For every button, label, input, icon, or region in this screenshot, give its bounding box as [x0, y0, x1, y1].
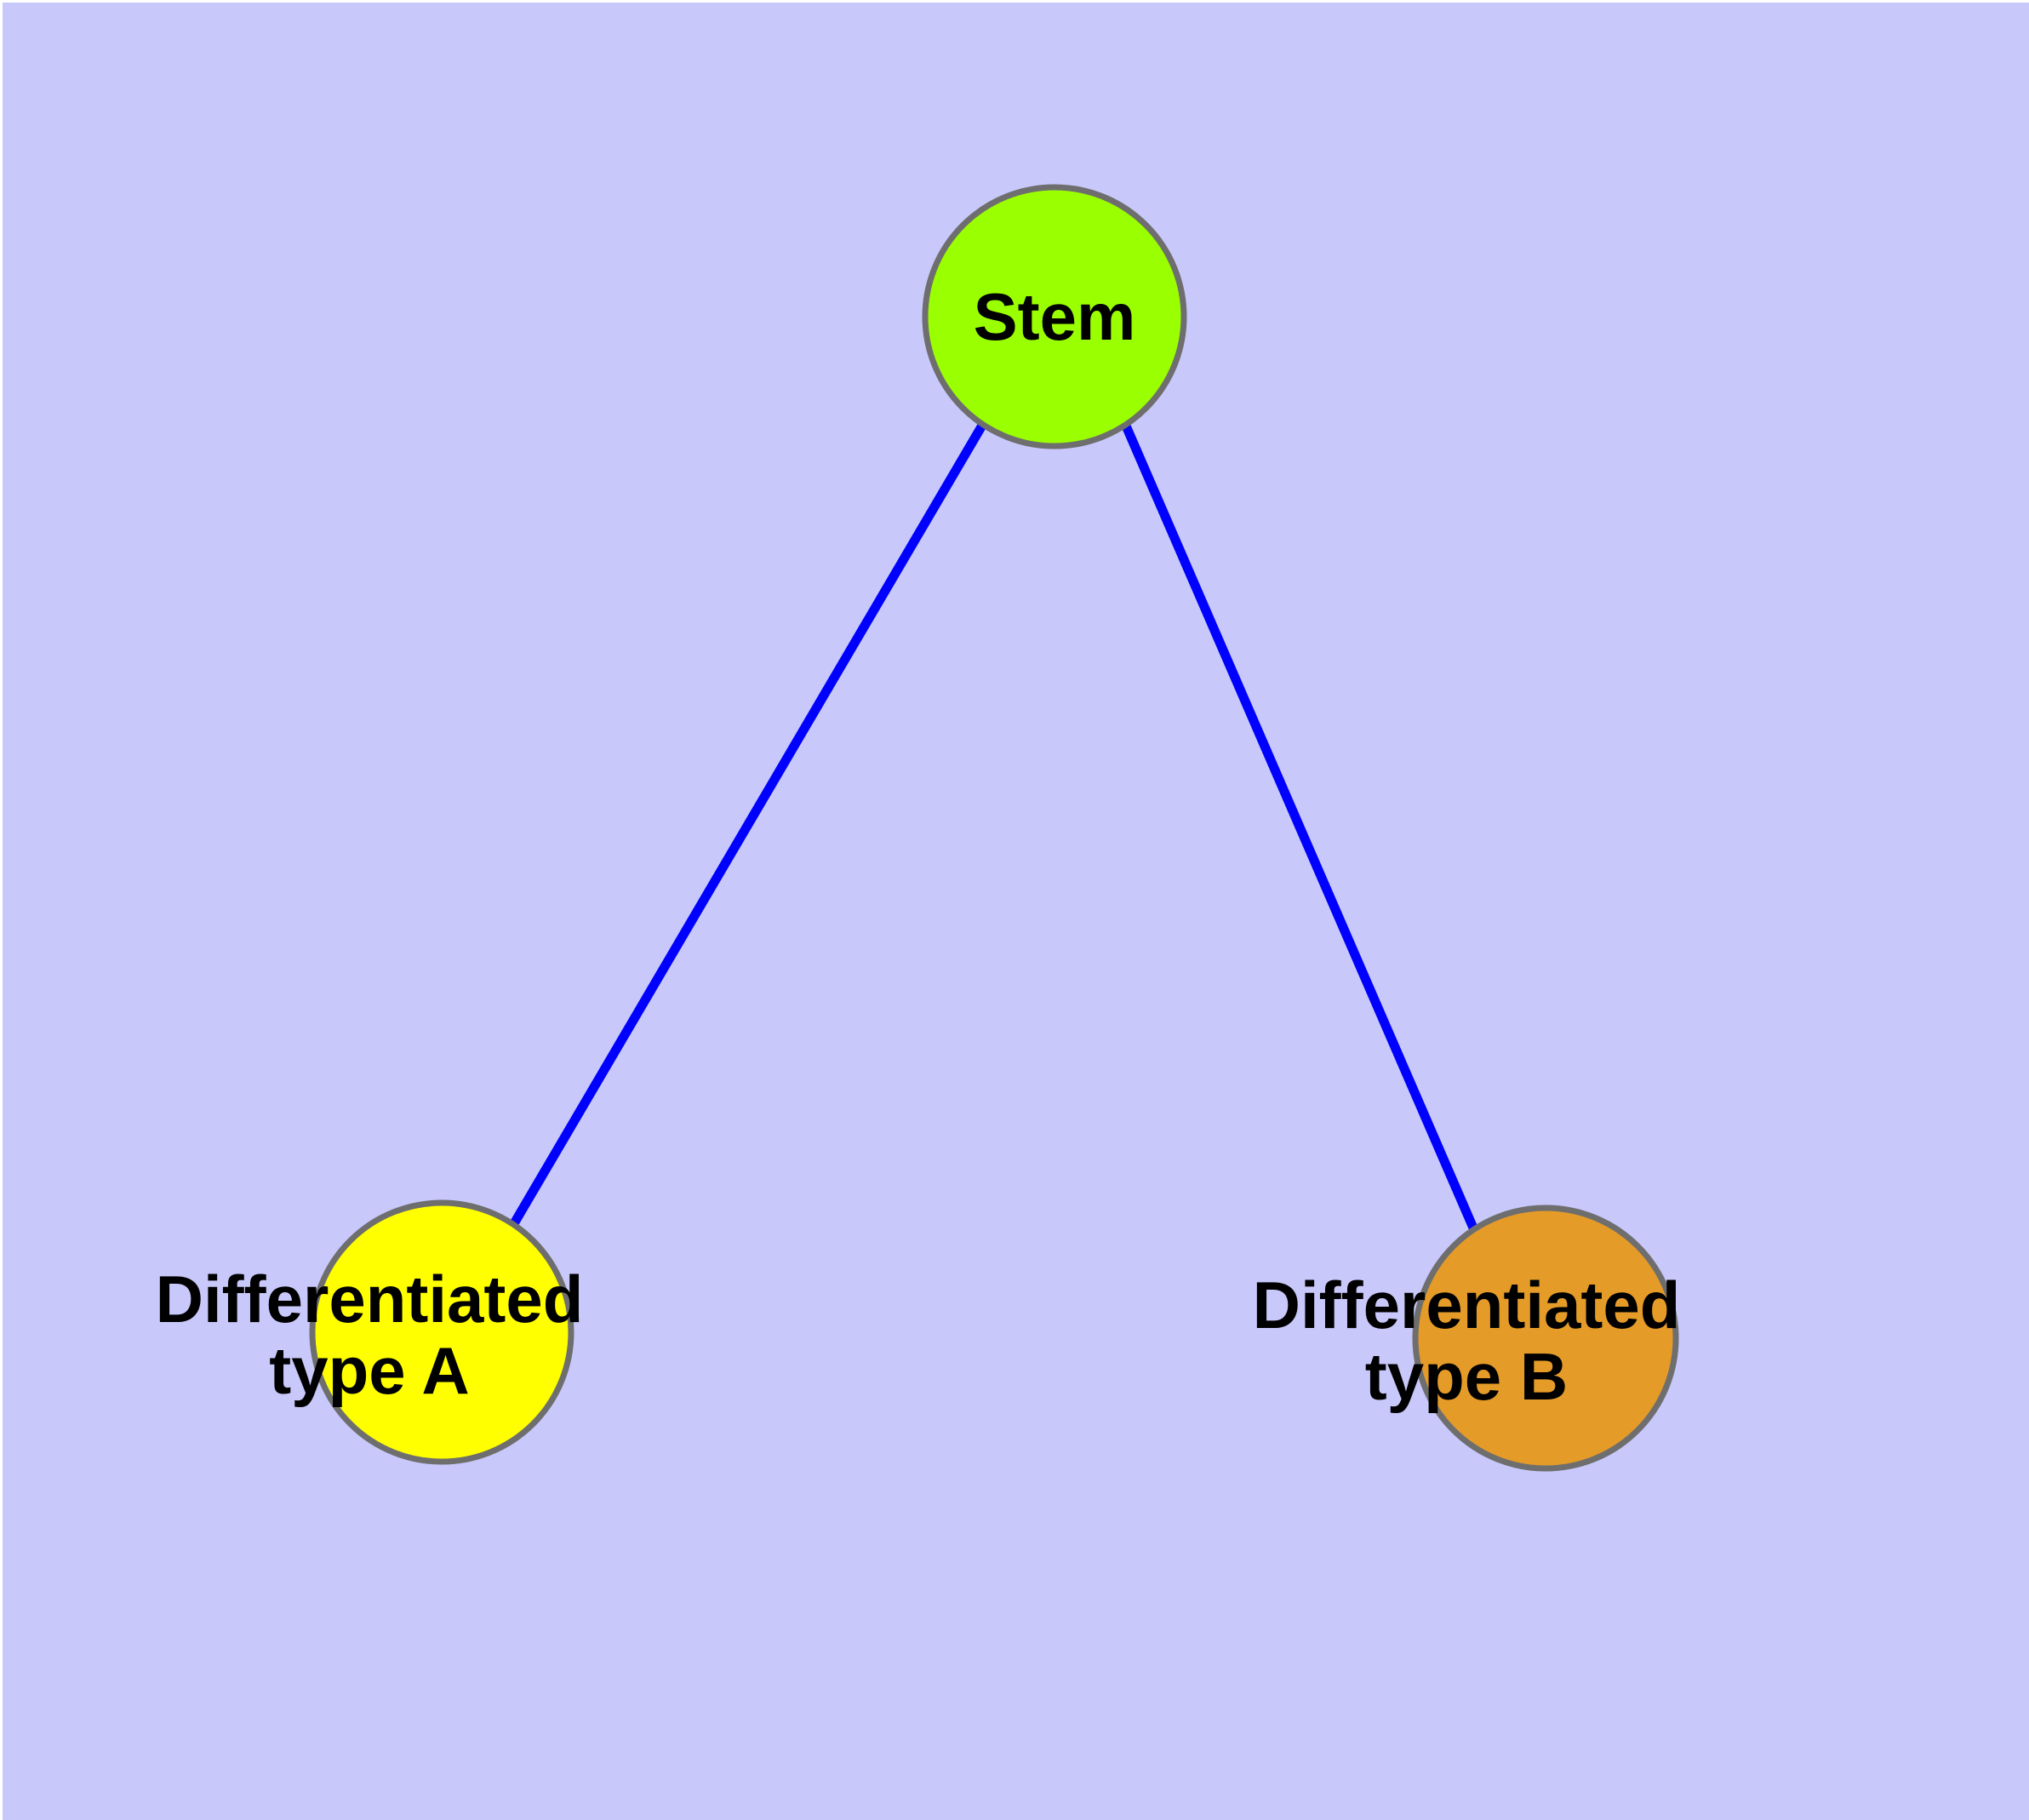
node-layer	[309, 184, 1679, 1472]
graph-edge-stem-to-diff-a[interactable]	[509, 421, 987, 1228]
graph-node-diff-a[interactable]	[309, 1199, 574, 1465]
graph-node-diff-b[interactable]	[1412, 1205, 1679, 1472]
graph-node-stem[interactable]	[922, 184, 1187, 449]
edge-layer	[509, 421, 1480, 1234]
graph-edge-stem-to-diff-b[interactable]	[1120, 421, 1480, 1234]
